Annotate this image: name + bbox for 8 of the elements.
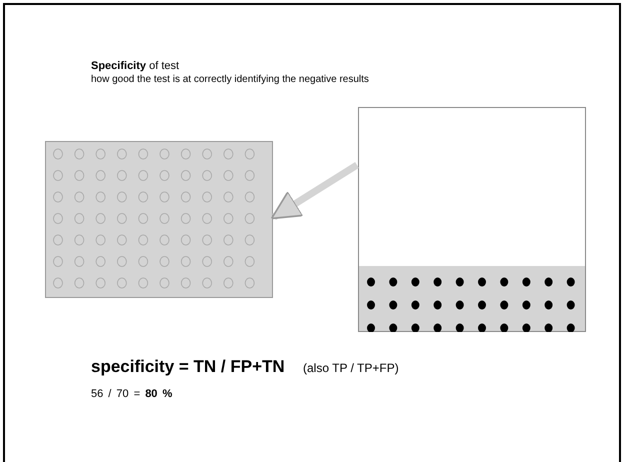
calculation: 56 / 70 = 80 % xyxy=(91,388,172,400)
negative-samples-drawing xyxy=(45,141,273,298)
subtitle: how good the test is at correctly identifying the negative results xyxy=(91,74,369,85)
formula: specificity = TN / FP+TN xyxy=(91,357,285,377)
formula-note: (also TP / TP+FP) xyxy=(303,361,399,375)
test-results-drawing xyxy=(358,107,586,332)
slide-title: Specificity of test xyxy=(91,60,180,72)
arrow xyxy=(270,162,359,220)
